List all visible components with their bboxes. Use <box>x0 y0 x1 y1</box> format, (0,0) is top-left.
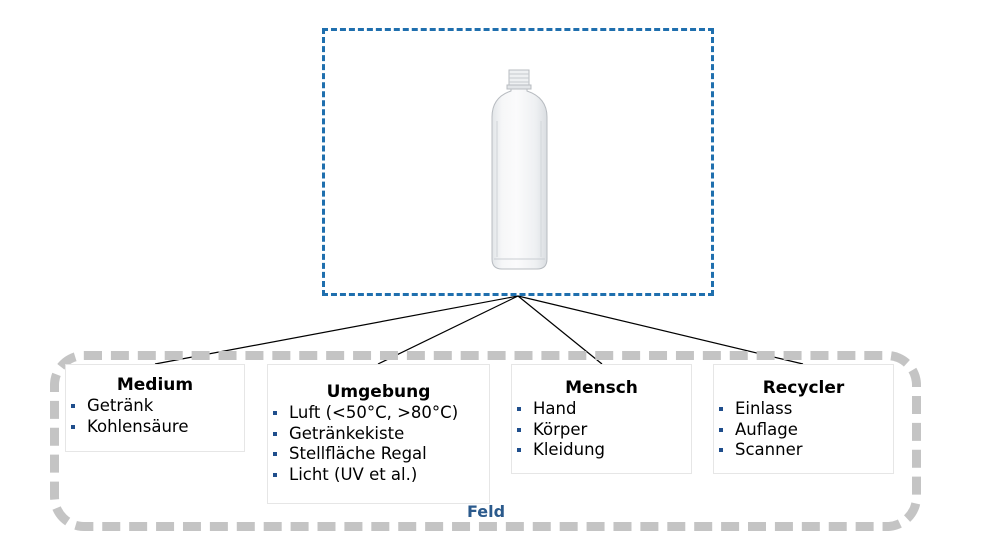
bullet-icon <box>273 431 277 436</box>
bullet-icon <box>273 411 277 415</box>
bullet-icon <box>517 448 521 452</box>
card-list-umgebung: Luft (<50°C, >80°C) Getränkekiste Stellf… <box>268 403 489 485</box>
field-label: Feld <box>467 502 506 521</box>
list-item: Getränk <box>69 396 244 417</box>
card-recycler: Recycler Einlass Auflage Scanner <box>713 364 894 474</box>
card-title-mensch: Mensch <box>565 378 638 398</box>
card-title-medium: Medium <box>116 375 194 395</box>
list-item-label: Hand <box>533 399 577 418</box>
list-item: Licht (UV et al.) <box>271 465 489 486</box>
list-item-label: Getränk <box>87 396 154 415</box>
list-item: Kleidung <box>515 440 691 461</box>
list-item-label: Körper <box>533 419 588 439</box>
list-item-label: Licht (UV et al.) <box>289 464 418 484</box>
bullet-icon <box>273 472 277 477</box>
bullet-icon <box>71 424 75 429</box>
list-item: Luft (<50°C, >80°C) <box>271 403 489 424</box>
list-item: Hand <box>515 399 691 420</box>
bullet-icon <box>719 427 723 432</box>
bullet-icon <box>517 407 521 411</box>
card-list-recycler: Einlass Auflage Scanner <box>714 399 893 461</box>
list-item: Stellfläche Regal <box>271 444 489 465</box>
list-item-label: Kohlensäure <box>87 416 189 436</box>
bottle-frame <box>322 28 714 296</box>
card-list-medium: Getränk Kohlensäure <box>66 396 244 437</box>
list-item: Kohlensäure <box>69 417 244 438</box>
list-item: Körper <box>515 420 691 441</box>
list-item: Getränkekiste <box>271 424 489 445</box>
bullet-icon <box>517 427 521 432</box>
list-item-label: Getränkekiste <box>289 423 405 443</box>
list-item-label: Luft (<50°C, >80°C) <box>289 403 459 422</box>
card-medium: Medium Getränk Kohlensäure <box>65 364 245 452</box>
bullet-icon <box>719 448 723 452</box>
bullet-icon <box>273 452 277 456</box>
card-list-mensch: Hand Körper Kleidung <box>512 399 691 461</box>
card-umgebung: Umgebung Luft (<50°C, >80°C) Getränkekis… <box>267 364 490 504</box>
list-item-label: Auflage <box>735 419 798 439</box>
bullet-icon <box>719 407 723 411</box>
list-item: Auflage <box>717 420 893 441</box>
list-item-label: Scanner <box>735 440 803 459</box>
list-item: Einlass <box>717 399 893 420</box>
list-item: Scanner <box>717 440 893 461</box>
bullet-icon <box>71 404 75 408</box>
card-mensch: Mensch Hand Körper Kleidung <box>511 364 692 474</box>
bottle-image <box>491 69 548 270</box>
list-item-label: Kleidung <box>533 440 606 459</box>
list-item-label: Stellfläche Regal <box>289 444 427 463</box>
card-title-umgebung: Umgebung <box>326 382 431 402</box>
field-region <box>50 351 921 531</box>
list-item-label: Einlass <box>735 399 793 418</box>
card-title-recycler: Recycler <box>762 378 845 398</box>
